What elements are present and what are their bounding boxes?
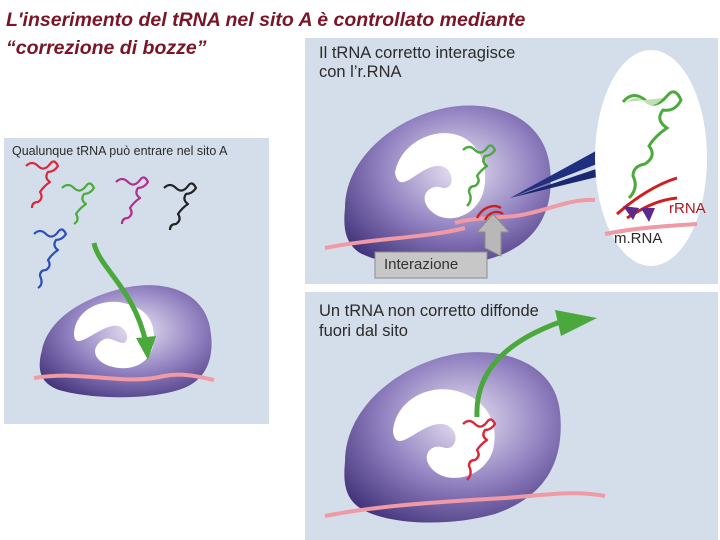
top-right-illustration — [305, 38, 718, 284]
bottom-right-panel: Un tRNA non corretto diffonde fuori dal … — [305, 292, 718, 540]
trna-blue-icon — [34, 229, 66, 288]
title-line-1: L'inserimento del tRNA nel sito A è cont… — [6, 9, 525, 31]
ribosome-icon — [34, 285, 214, 397]
trna-black-icon — [164, 183, 196, 230]
left-panel: Qualunque tRNA può entrare nel sito A — [4, 138, 269, 424]
ribosome-icon — [325, 352, 605, 522]
mrna-label: m.RNA — [614, 230, 662, 247]
rrna-label: rRNA — [669, 200, 706, 217]
trna-green-icon — [62, 183, 94, 224]
bottom-right-illustration — [305, 292, 718, 540]
top-right-panel: Il tRNA corretto interagisce con l’r.RNA — [305, 38, 718, 284]
trna-purple-icon — [116, 177, 148, 224]
left-panel-illustration — [4, 138, 269, 424]
interaction-label: Interazione — [384, 256, 458, 273]
trna-red-icon — [26, 161, 58, 208]
